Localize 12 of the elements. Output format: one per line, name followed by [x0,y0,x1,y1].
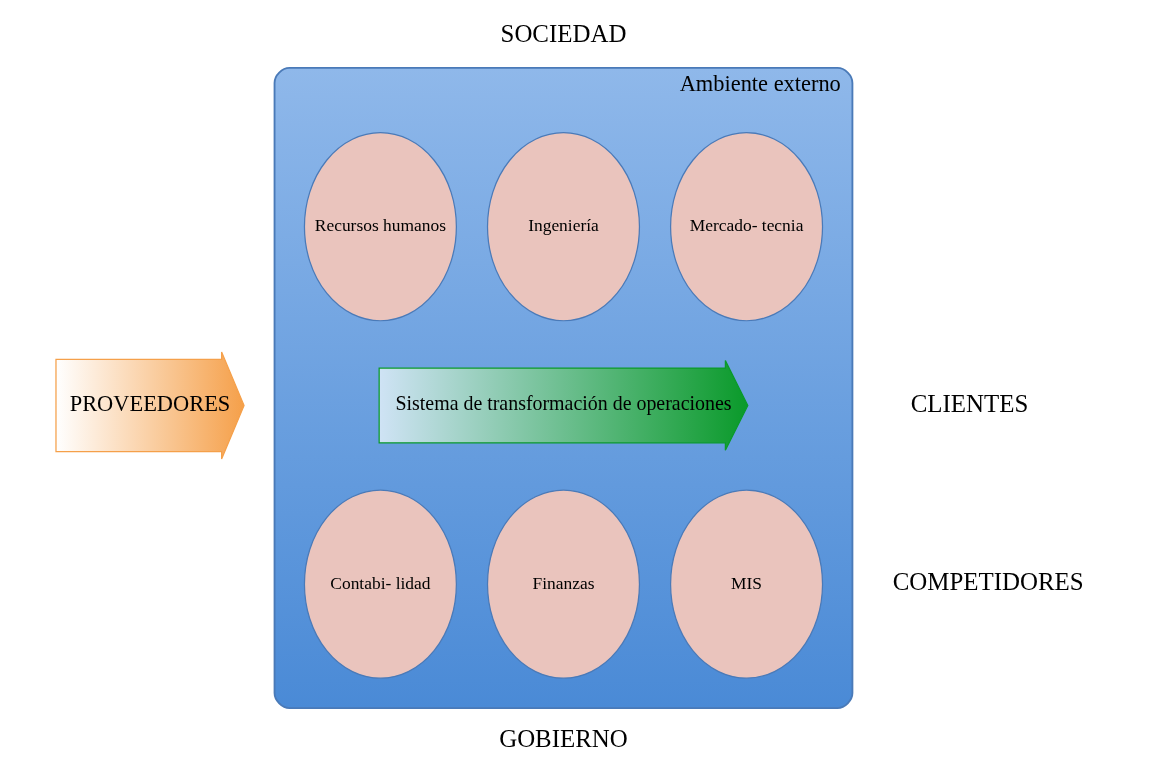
label: GOBIERNO [498,724,628,752]
node-ellipse: Contabi- lidad [303,489,457,679]
node-ellipse: MIS [669,489,823,679]
label: CLIENTES [910,389,1028,417]
node-ellipse: Finanzas [486,489,640,679]
label: SOCIEDAD [500,19,626,47]
node-ellipse: Recursos humanos [303,132,457,322]
node-label: Ambiente externo [679,70,841,96]
label: COMPETIDORES [892,568,1084,596]
cluster [273,67,853,709]
node-ellipse: Mercado- tecnia [669,132,823,322]
node-ellipse: Ingeniería [486,132,640,322]
